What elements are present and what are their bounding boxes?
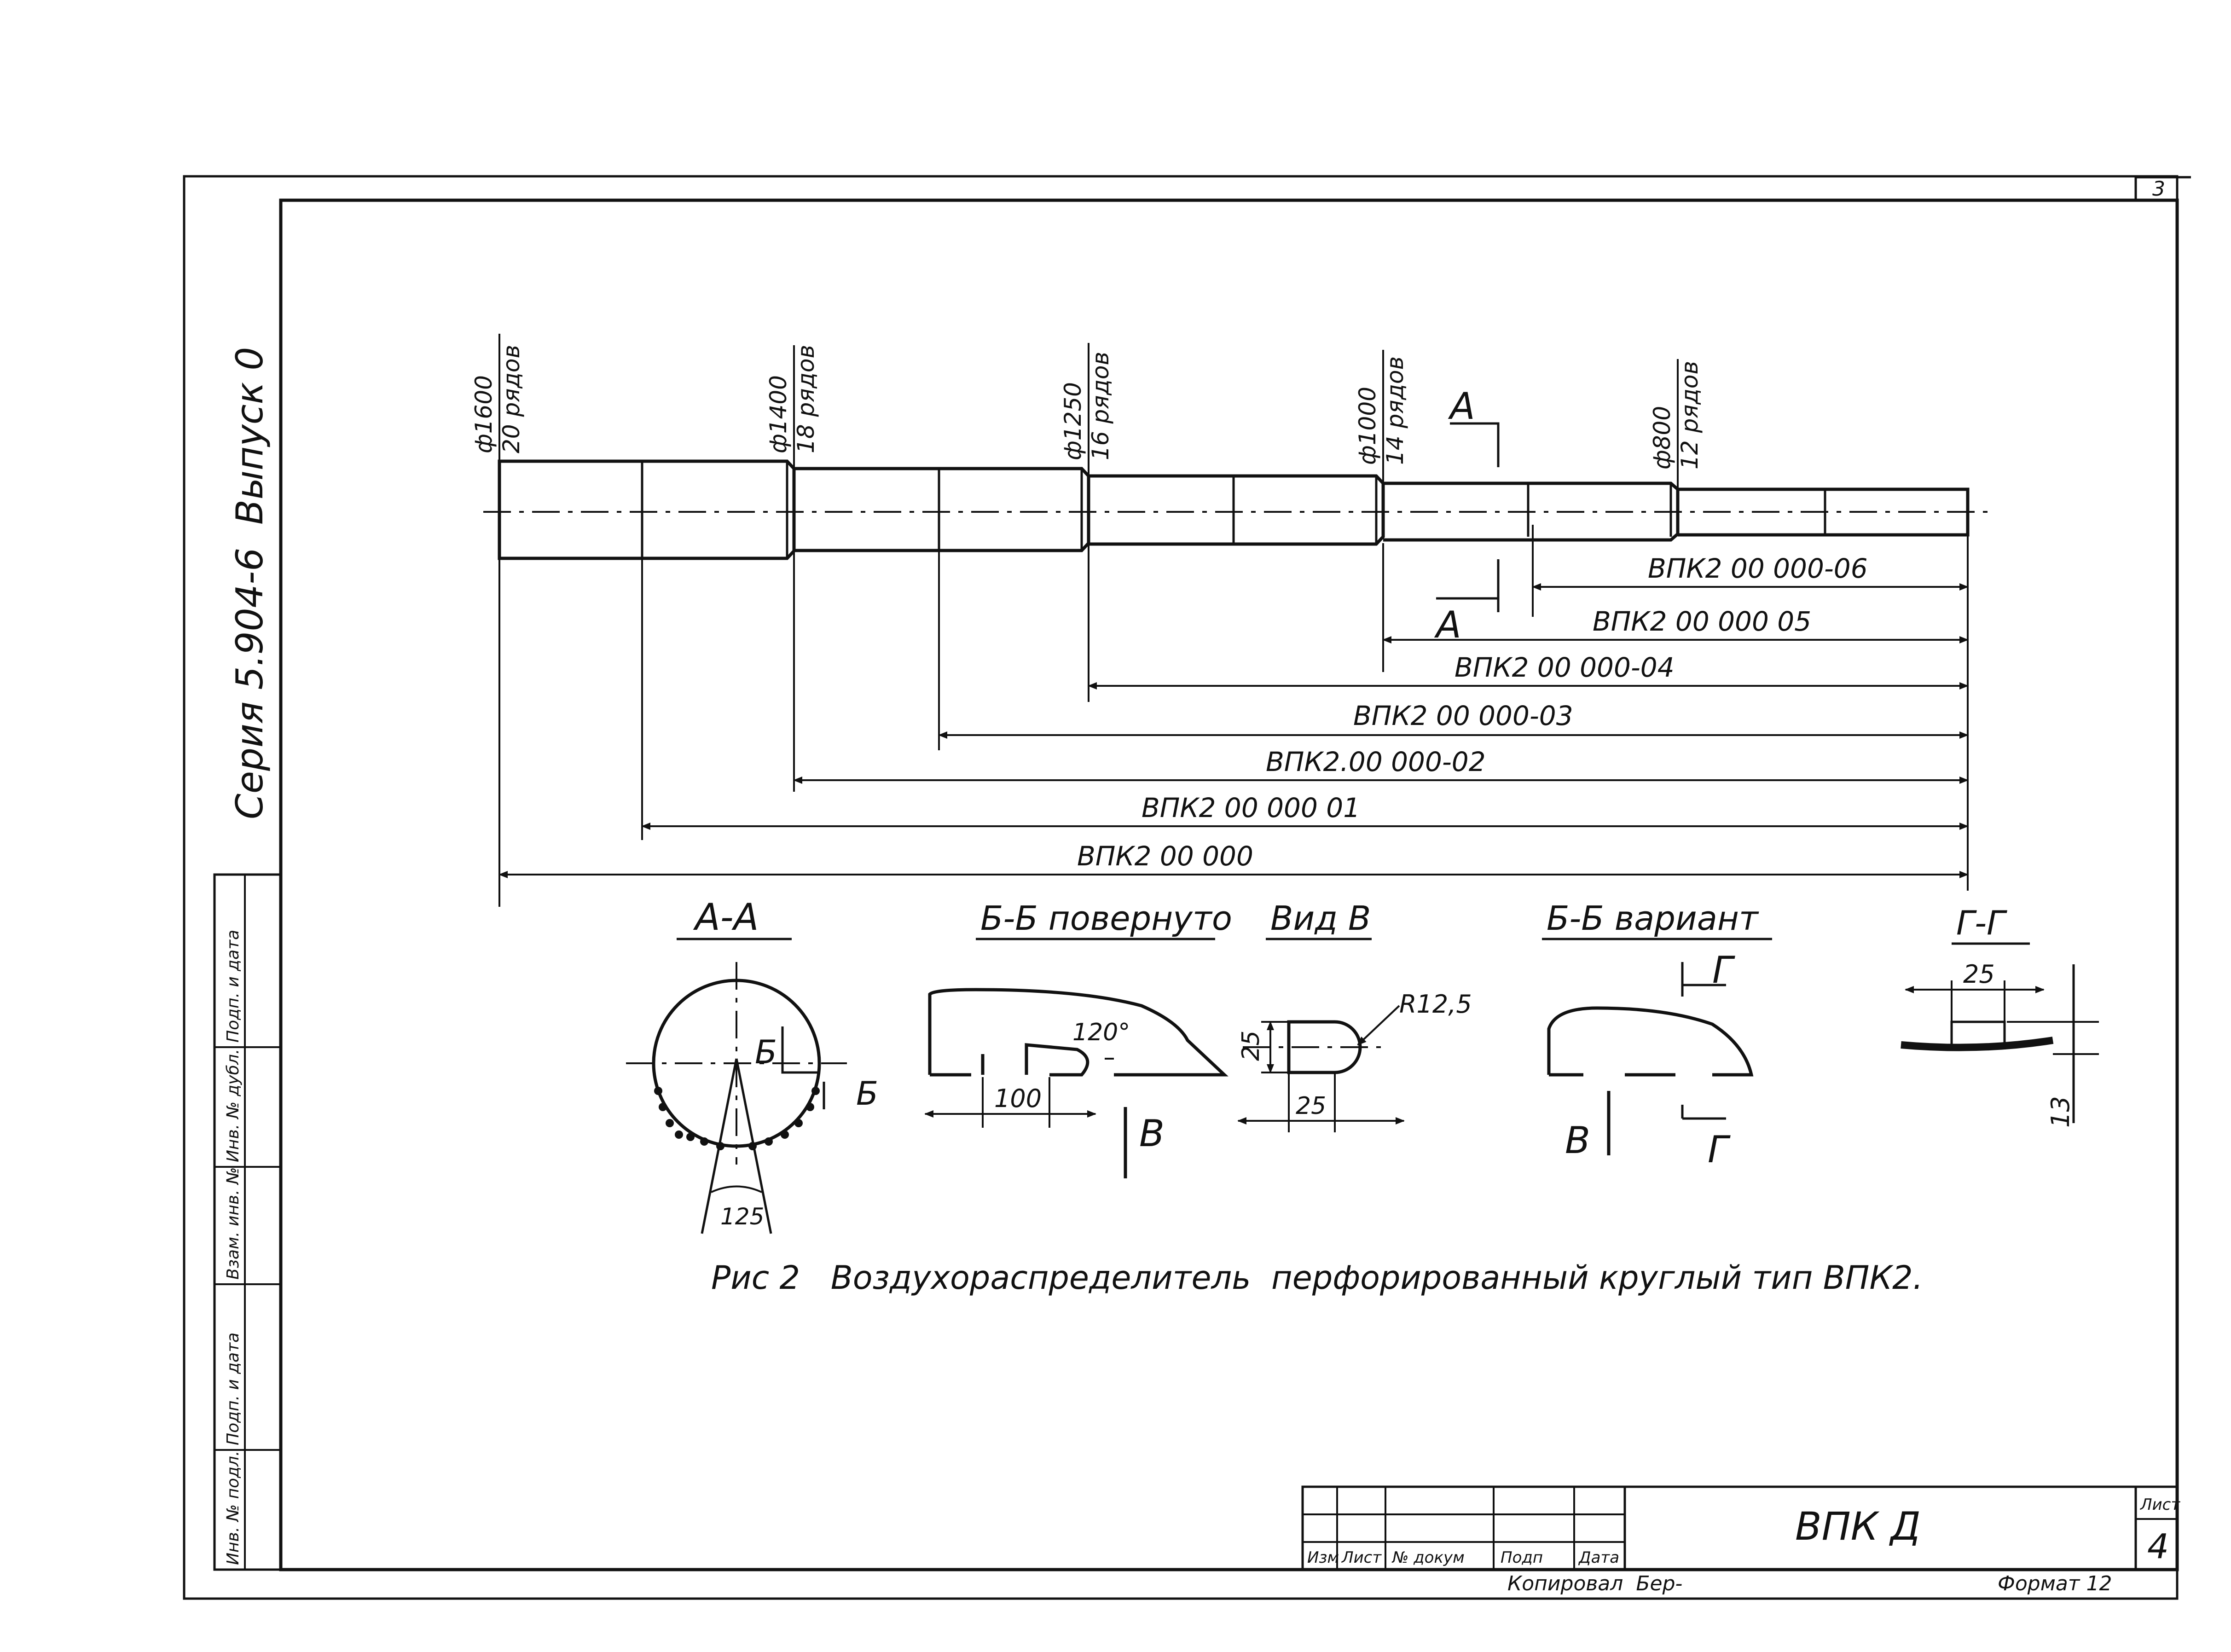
- view-aa-section: [626, 962, 847, 1234]
- figure-caption: Рис 2 Воздухораспределитель перфорирован…: [711, 1259, 1923, 1297]
- length-label-06: ВПК2 00 000-06: [1648, 553, 1868, 584]
- view-bb-variant-mark-bottom: Г: [1708, 1128, 1731, 1171]
- stamp-cell-sign: Подп. и дата: [224, 1333, 243, 1445]
- view-vv-title: Вид В: [1270, 899, 1371, 938]
- view-bb-profile: [924, 988, 1228, 1178]
- view-bb-variant-profile: [1547, 962, 1754, 1155]
- view-aa-title: А-А: [693, 896, 759, 939]
- station-rows-1000: 14 рядов: [1382, 356, 1408, 465]
- station-diameter-1000: ф1000: [1354, 387, 1381, 465]
- view-gg-dim-w: 25: [1963, 960, 1995, 989]
- view-gg-title: Г-Г: [1956, 904, 2007, 942]
- side-stamp: [213, 873, 282, 1571]
- stamp-cell-replace: Взам. инв. №: [224, 1167, 243, 1280]
- station-rows-1400: 18 рядов: [793, 345, 819, 453]
- section-a-top: А: [1448, 385, 1475, 428]
- view-vv-dim-w: 25: [1296, 1092, 1326, 1120]
- view-aa-mark-inner: Б: [755, 1033, 777, 1071]
- title-header-list: Лист: [1341, 1548, 1382, 1567]
- duct-body: [483, 334, 1993, 560]
- title-header-sign: Подп: [1501, 1548, 1543, 1567]
- title-sheet-label: Лист: [2139, 1495, 2180, 1514]
- view-vv-slot: [1237, 1005, 1405, 1132]
- length-label-02: ВПК2.00 000-02: [1266, 746, 1486, 777]
- title-format: Формат 12: [1998, 1572, 2112, 1595]
- view-vv-radius: R12,5: [1399, 990, 1472, 1019]
- length-label-05: ВПК2 00 000 05: [1593, 606, 1811, 637]
- view-gg-dim-h: 13: [2046, 1096, 2075, 1128]
- view-aa-angle: 125: [720, 1203, 764, 1230]
- stamp-cell-dup: Инв. № дубл.: [224, 1049, 243, 1162]
- view-bb-variant-mark-top: Г: [1712, 949, 1735, 991]
- title-header-izm: Изм: [1307, 1548, 1339, 1567]
- view-bb-title: Б-Б повернуто: [980, 899, 1232, 938]
- station-diameter-1250: ф1250: [1060, 382, 1086, 460]
- title-header-date: Дата: [1578, 1548, 1619, 1567]
- station-diameter-1400: ф1400: [765, 375, 792, 453]
- title-copied: Копировал Бер-: [1507, 1572, 1682, 1595]
- view-vv-dim-h: 25: [1237, 1031, 1265, 1061]
- title-block: [1301, 1485, 2179, 1571]
- title-header-doc: № докум: [1391, 1548, 1465, 1567]
- view-bb-variant-title: Б-Б вариант: [1547, 899, 1759, 938]
- issue-label: Выпуск 0: [228, 347, 271, 525]
- series-label: Серия 5.904-6: [228, 548, 271, 819]
- length-label-04: ВПК2 00 000-04: [1454, 652, 1675, 683]
- length-dimensions: [498, 525, 1969, 907]
- section-a-markers: [1436, 422, 1500, 612]
- station-rows-1600: 20 рядов: [498, 345, 525, 453]
- length-label-01: ВПК2 00 000 01: [1142, 792, 1360, 823]
- view-aa-mark-outer: Б: [856, 1075, 878, 1113]
- length-label-base: ВПК2 00 000: [1077, 840, 1253, 872]
- view-gg-section: [1901, 964, 2099, 1123]
- stamp-cell-inv: Инв. № подл.: [224, 1451, 243, 1565]
- station-diameter-800: ф800: [1649, 406, 1675, 470]
- view-bb-dim: 100: [994, 1084, 1042, 1113]
- page-number-top: 3: [2152, 177, 2165, 201]
- title-designation: ВПК Д: [1795, 1504, 1921, 1549]
- title-sheet-number: 4: [2147, 1527, 2169, 1566]
- view-bb-variant-mark-v: В: [1565, 1119, 1590, 1162]
- length-label-03: ВПК2 00 000-03: [1353, 700, 1573, 731]
- station-rows-1250: 16 рядов: [1087, 352, 1114, 460]
- stamp-cell-sign2: Подп. и дата: [224, 930, 243, 1043]
- station-diameter-1600: ф1600: [470, 375, 497, 453]
- station-rows-800: 12 рядов: [1676, 361, 1703, 470]
- view-bb-angle: 120°: [1072, 1019, 1130, 1046]
- view-bb-mark: В: [1139, 1112, 1165, 1155]
